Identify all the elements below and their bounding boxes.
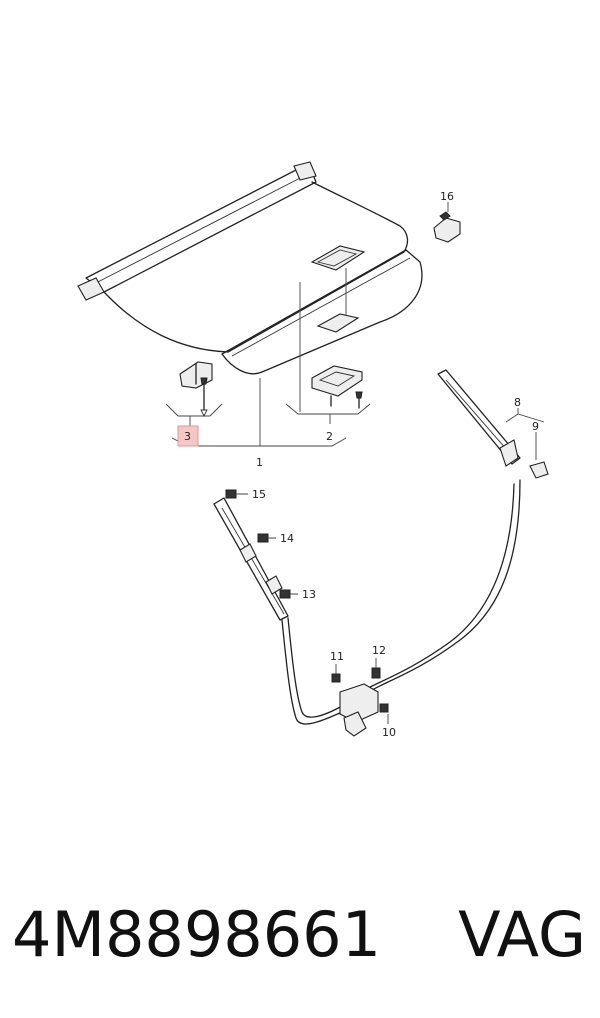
label-16: 16 — [440, 190, 454, 203]
label-12: 12 — [372, 644, 386, 657]
label-8: 8 — [514, 396, 521, 409]
label-15: 15 — [252, 488, 266, 501]
part-number: 4M8898661 — [12, 898, 382, 971]
label-9: 9 — [532, 420, 539, 433]
label-3: 3 — [184, 430, 191, 443]
cover-handle — [311, 365, 363, 409]
parts-diagram: 3 1 2 16 8 9 15 14 13 11 12 10 — [77, 161, 549, 739]
label-13: 13 — [302, 588, 316, 601]
label-11: 11 — [330, 650, 344, 663]
label-1: 1 — [256, 456, 263, 469]
leader-lines — [171, 268, 371, 447]
label-14: 14 — [280, 532, 294, 545]
footer: 4M8898661 VAG — [0, 880, 600, 990]
luggage-cover — [77, 161, 423, 375]
brand-label: VAG — [458, 898, 586, 971]
label-10: 10 — [382, 726, 396, 739]
label-3-highlight — [177, 425, 199, 447]
drive-assembly — [213, 369, 549, 737]
label-2: 2 — [326, 430, 333, 443]
cover-clip — [433, 202, 461, 243]
cover-bracket — [165, 361, 223, 426]
